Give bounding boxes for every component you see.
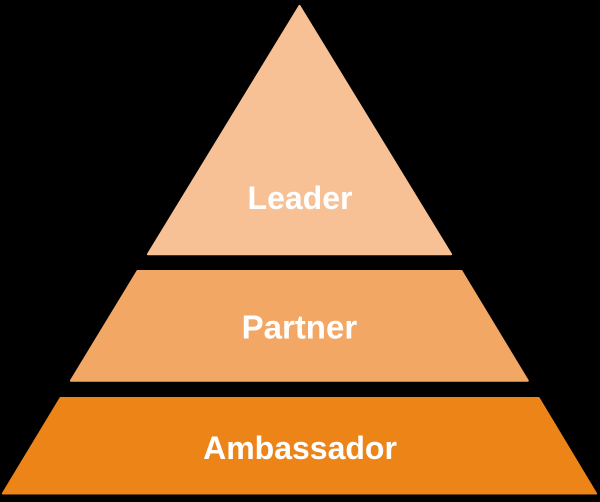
- svg-text:Ambassador: Ambassador: [203, 430, 397, 466]
- svg-text:Leader: Leader: [248, 180, 353, 216]
- svg-text:Partner: Partner: [242, 309, 358, 346]
